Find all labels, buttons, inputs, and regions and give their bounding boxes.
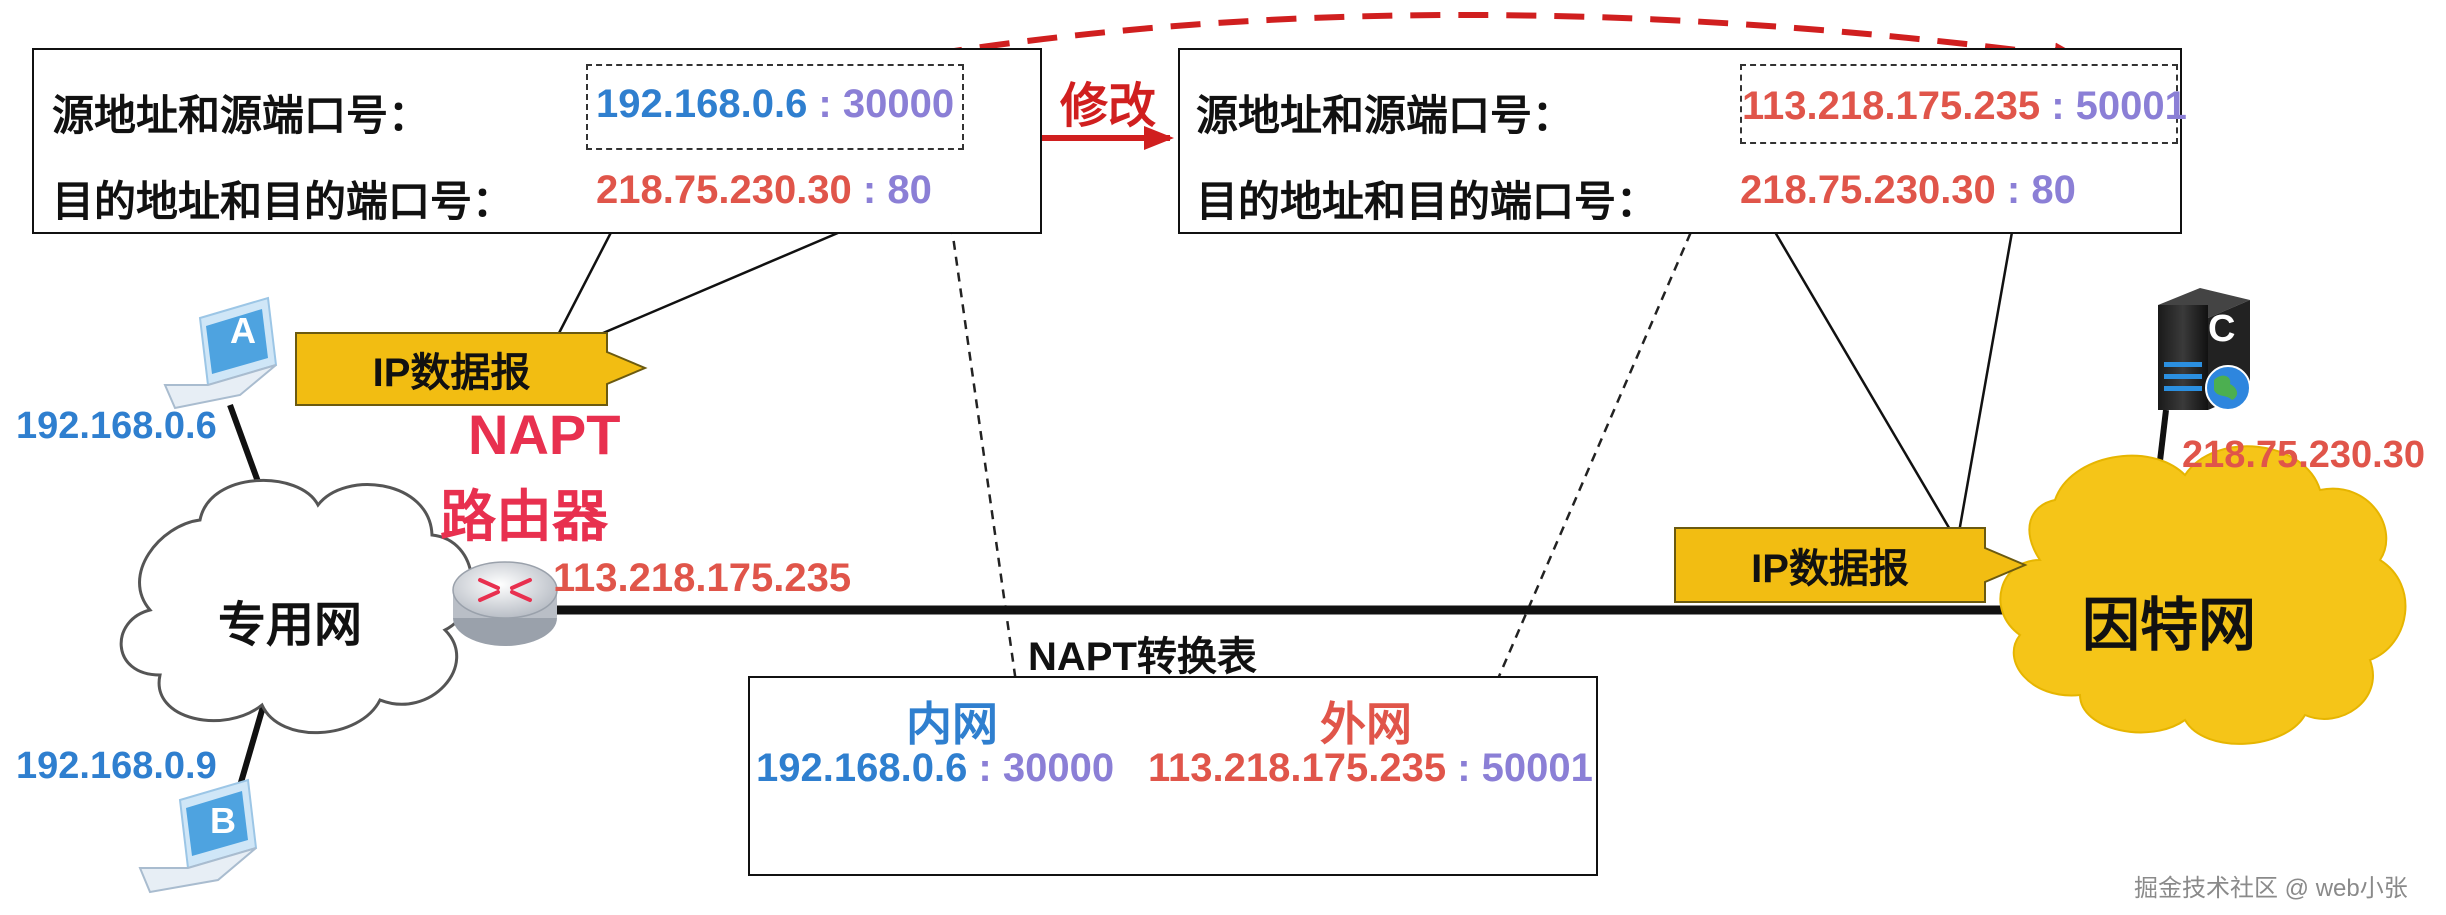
source-address-before: 192.168.0.6 : 30000	[596, 82, 955, 126]
napt-outer-address: 113.218.175.235 : 50001	[1148, 746, 1593, 790]
napt-inner-address: 192.168.0.6 : 30000	[756, 746, 1115, 790]
destination-label-before: 目的地址和目的端口号：	[52, 178, 515, 225]
server-c-letter: C	[2208, 308, 2236, 350]
destination-address-after: 218.75.230.30 : 80	[1740, 168, 2076, 212]
ip-datagram-label-2: IP数据报	[1751, 547, 1909, 591]
ip-datagram-label-1: IP数据报	[372, 351, 531, 395]
source-ip-before: 192.168.0.6	[596, 82, 808, 126]
ip-datagram-arrow-1	[295, 332, 648, 406]
internet-cloud	[1999, 445, 2407, 745]
modify-curve-arrow	[884, 11, 2084, 67]
destination-ip-before: 218.75.230.30	[596, 168, 852, 212]
source-port-after: 50001	[2075, 84, 2187, 128]
source-highlight-after	[1740, 64, 2178, 144]
laptop-a-icon	[163, 296, 278, 410]
watermark: 掘金技术社区 @ web小张	[2134, 875, 2408, 902]
napt-outer-port: 50001	[1481, 746, 1593, 790]
napt-outer-ip: 113.218.175.235	[1148, 746, 1447, 790]
router-name-line1: NAPT	[468, 403, 621, 466]
internet-label: 因特网	[2082, 593, 2257, 658]
private-network-label: 专用网	[218, 599, 363, 652]
host-b-ip: 192.168.0.9	[16, 745, 217, 787]
ip-datagram-arrow-2	[1674, 527, 2028, 603]
source-ip-after: 113.218.175.235	[1742, 84, 2041, 128]
destination-ip-after: 218.75.230.30	[1740, 168, 1996, 212]
source-port-before: 30000	[842, 82, 955, 126]
source-label-before: 源地址和源端口号：	[52, 92, 431, 139]
destination-port-before: 80	[887, 168, 932, 212]
source-address-after: 113.218.175.235 : 50001	[1742, 84, 2187, 128]
destination-address-before: 218.75.230.30 : 80	[596, 168, 932, 212]
host-a-ip: 192.168.0.6	[16, 405, 217, 447]
napt-inner-header: 内网	[906, 698, 998, 750]
server-c-icon	[2158, 288, 2251, 411]
laptop-b-icon	[138, 778, 258, 894]
host-a-letter: A	[230, 310, 256, 351]
private-network-cloud	[119, 478, 474, 735]
server-c-ip: 218.75.230.30	[2182, 434, 2426, 476]
router-icon	[452, 561, 558, 646]
napt-table-title: NAPT转换表	[1028, 635, 1257, 679]
source-label-after: 源地址和源端口号：	[1196, 92, 1575, 139]
packet-header-after	[1178, 48, 2182, 234]
modify-label: 修改	[1060, 80, 1157, 133]
router-name-line2: 路由器	[440, 485, 608, 548]
destination-label-after: 目的地址和目的端口号：	[1196, 178, 1659, 225]
packet-header-before	[32, 48, 1042, 234]
napt-inner-ip: 192.168.0.6	[756, 746, 968, 790]
napt-table	[748, 676, 1598, 876]
destination-port-after: 80	[2031, 168, 2076, 212]
source-highlight-before	[586, 64, 964, 150]
napt-outer-header: 外网	[1320, 698, 1412, 750]
napt-inner-port: 30000	[1002, 746, 1115, 790]
router-public-ip: 113.218.175.235	[553, 556, 852, 600]
host-b-letter: B	[210, 800, 236, 841]
